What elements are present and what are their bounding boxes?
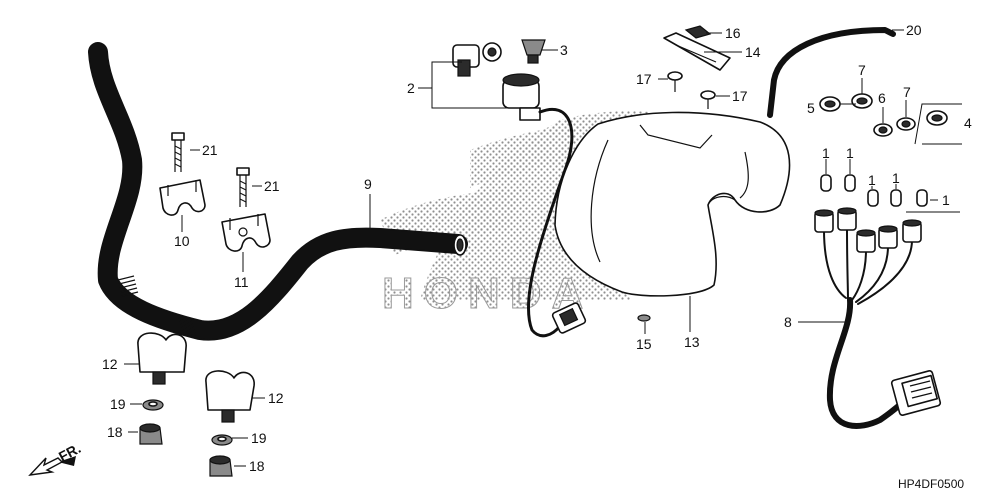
callout-11: 11 (234, 274, 249, 290)
callout-9: 9 (364, 176, 372, 192)
grommet-6 (873, 123, 893, 137)
cover-pad-14 (663, 32, 731, 71)
harness-8 (814, 207, 922, 429)
bolt-21b (236, 167, 250, 207)
lower-holder-12b (205, 370, 255, 423)
bolt-21a (171, 132, 185, 172)
callout-1c: 1 (868, 172, 876, 188)
washer-19b (211, 434, 233, 446)
upper-holder-10 (159, 179, 206, 216)
leader-lines (124, 29, 962, 467)
honda-watermark-text: HONDA (382, 269, 593, 318)
callout-3: 3 (560, 42, 568, 58)
handlebar-knurl-left (117, 275, 139, 297)
grommet-5 (819, 96, 841, 112)
callout-6: 6 (878, 90, 886, 106)
callout-12b: 12 (268, 390, 284, 406)
callout-8: 8 (784, 314, 792, 330)
callout-14: 14 (745, 44, 761, 60)
callout-1b: 1 (846, 145, 854, 161)
callout-2: 2 (407, 80, 415, 96)
screw-17a (667, 71, 683, 92)
callout-1d: 1 (892, 170, 900, 186)
grommet-7b (896, 117, 916, 131)
clip-3 (521, 39, 546, 64)
handlebar-knurl-right (177, 314, 197, 337)
callout-12a: 12 (102, 356, 118, 372)
grommet-7a (851, 93, 873, 109)
callout-17a: 17 (636, 71, 652, 87)
rivet-15 (637, 314, 651, 322)
callout-7b: 7 (903, 84, 911, 100)
bulbs-1 (820, 174, 928, 207)
screw-17b (700, 90, 716, 109)
callout-4: 4 (964, 115, 972, 131)
callout-20: 20 (906, 22, 922, 38)
callout-13: 13 (684, 334, 700, 350)
callout-19b: 19 (251, 430, 267, 446)
upper-holder-11 (221, 213, 271, 252)
lower-holder-12a (137, 332, 187, 385)
callout-15: 15 (636, 336, 652, 352)
callout-21a: 21 (202, 142, 218, 158)
callout-18a: 18 (107, 424, 123, 440)
clip-16 (684, 25, 712, 39)
nut-18a (139, 423, 163, 445)
grommet-4 (926, 110, 948, 126)
nut-18b (209, 455, 233, 477)
callout-18b: 18 (249, 458, 265, 474)
callout-10: 10 (174, 233, 190, 249)
diagram-code: HP4DF0500 (898, 477, 964, 491)
callout-16: 16 (725, 25, 741, 41)
harness-connector (890, 370, 942, 416)
callout-21b: 21 (264, 178, 280, 194)
callout-1e: 1 (942, 192, 950, 208)
front-direction-arrow-icon (28, 456, 76, 476)
switch-connector (551, 302, 587, 334)
callout-7a: 7 (858, 62, 866, 78)
meter-cover-13 (554, 111, 791, 297)
callout-1a: 1 (822, 145, 830, 161)
callout-5: 5 (807, 100, 815, 116)
switch-wire-inner (527, 108, 573, 337)
callout-19a: 19 (110, 396, 126, 412)
callout-17b: 17 (732, 88, 748, 104)
washer-19a (142, 399, 164, 411)
handlebar (88, 42, 468, 341)
tube-20 (767, 27, 896, 118)
